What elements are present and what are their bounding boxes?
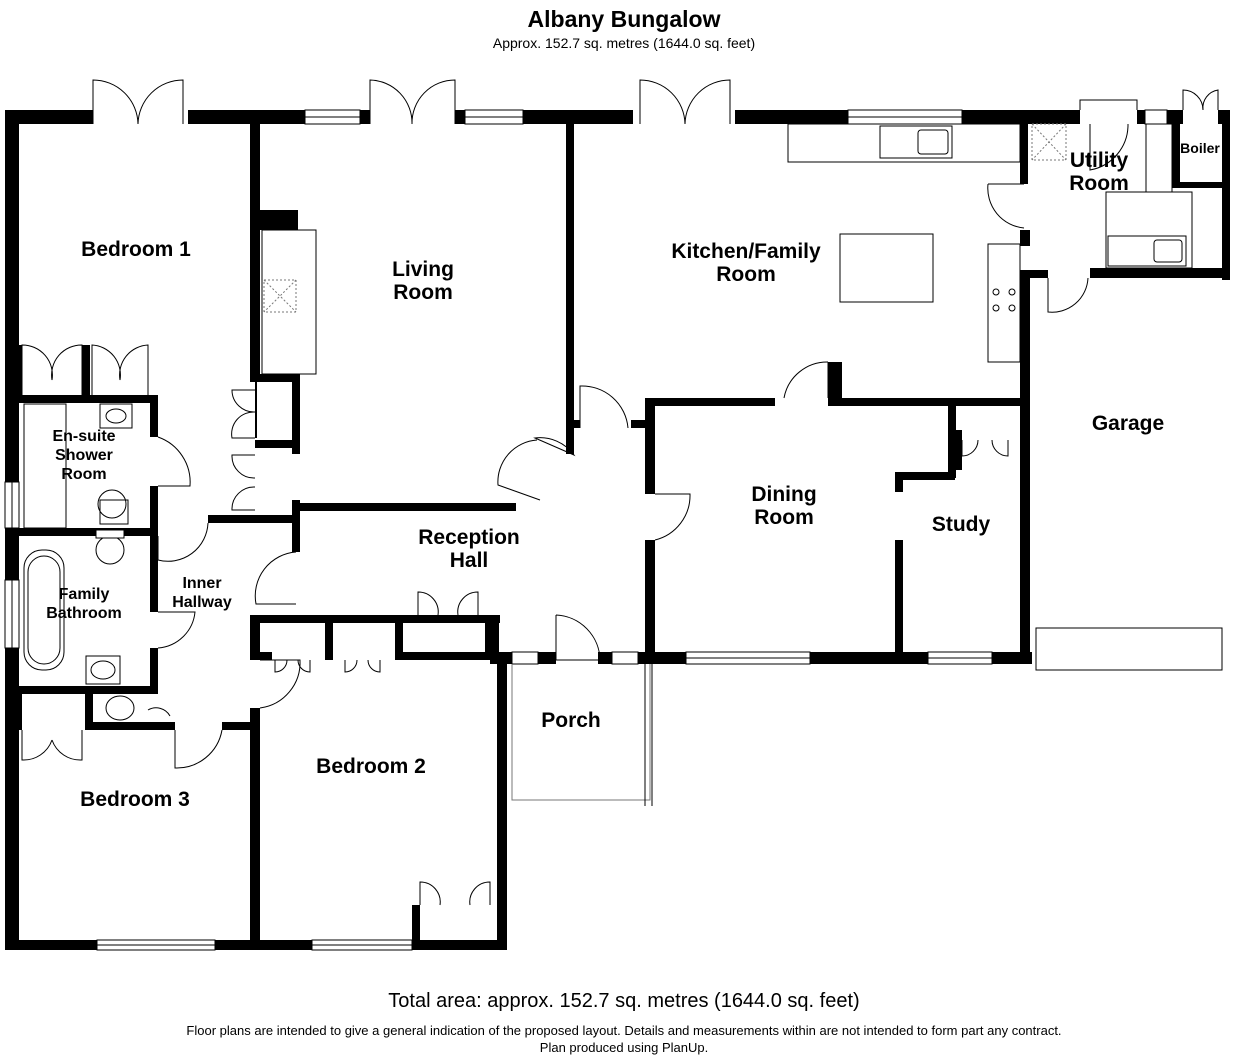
disclaimer: Floor plans are intended to give a gener… [186,1023,1062,1038]
room-label-line: Room [754,506,814,529]
room-label-line: Porch [541,709,601,732]
total-area: Total area: approx. 152.7 sq. metres (16… [388,990,860,1012]
label-boiler: Boiler [1180,140,1220,156]
room-label-line: Hallway [172,594,232,611]
label-bedroom-1: Bedroom 1 [81,238,191,261]
interior-walls [19,124,1230,950]
room-label-line: Family [59,586,110,603]
label-bedroom-3: Bedroom 3 [80,788,190,811]
credit: Plan produced using PlanUp. [539,1040,709,1055]
room-label-line: Bedroom 3 [80,788,190,811]
room-label-line: Garage [1092,412,1164,435]
room-label-line: Kitchen/Family [671,240,821,263]
room-label-line: Inner [182,575,221,592]
room-label-line: Hall [450,549,489,572]
fixtures [23,123,1223,806]
room-label-line: Room [393,281,453,304]
label-garage: Garage [1092,412,1164,435]
plan-title: Albany Bungalow [527,6,721,32]
windows [4,109,1168,951]
room-label-line: Bathroom [46,605,122,622]
room-label-line: Study [932,513,991,536]
room-label-line: Boiler [1180,140,1220,156]
label-porch: Porch [541,709,601,732]
room-label-line: Reception [418,526,520,549]
label-bedroom-2: Bedroom 2 [316,755,426,778]
room-label-line: En-suite [52,428,115,445]
room-label-line: Bedroom 2 [316,755,426,778]
room-label-line: Utility [1070,149,1129,172]
room-label-line: Shower [55,447,113,464]
outer-walls [5,110,1230,950]
plan-subtitle: Approx. 152.7 sq. metres (1644.0 sq. fee… [492,35,756,51]
room-label-line: Room [716,263,776,286]
room-label-line: Bedroom 1 [81,238,191,261]
room-label-line: Living [392,258,454,281]
room-label-line: Dining [751,483,816,506]
room-label-line: Room [61,466,106,483]
label-study: Study [932,513,991,536]
doors [16,79,1219,906]
room-label-line: Room [1069,172,1129,195]
